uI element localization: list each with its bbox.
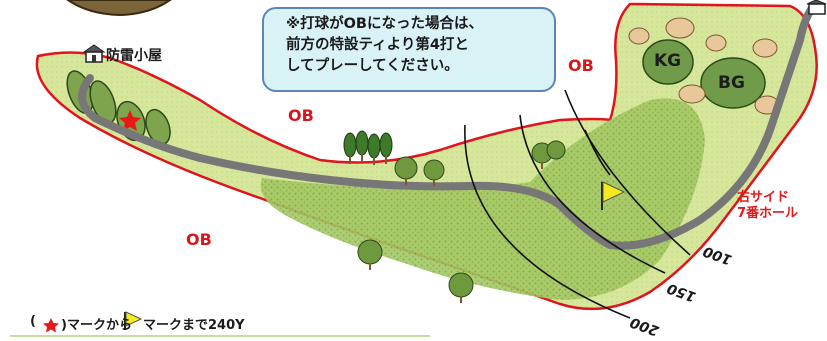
rough-area — [260, 98, 705, 300]
green-area — [628, 17, 780, 115]
ob-label-center: OB — [288, 106, 314, 125]
legend-to-text: マークまで240Y — [143, 318, 245, 333]
green-label-bg: BG — [718, 73, 745, 93]
legend-star-icon — [43, 318, 59, 333]
cart-path — [78, 4, 816, 250]
side-note: 右サイド 7番ホール — [737, 190, 798, 222]
legend-flag-icon — [124, 311, 143, 330]
star-marker — [119, 110, 141, 131]
hut-icon — [82, 44, 106, 63]
legend-open-paren: ( — [30, 314, 36, 329]
legend-from-text: )マークから — [61, 318, 132, 333]
trees — [343, 130, 566, 303]
flag-marker — [601, 181, 626, 210]
notice-line-3: してプレーしてください。 — [286, 58, 459, 74]
side-note-line-1: 右サイド — [737, 190, 790, 205]
ob-label-top: OB — [568, 56, 594, 75]
yardage-arcs — [464, 89, 691, 319]
notice-line-2: 前方の特設ティより第4打と — [286, 37, 469, 53]
notice-box: ※打球がOBになった場合は、 前方の特設ティより第4打と してプレーしてください… — [262, 7, 556, 92]
hut-label: 防雷小屋 — [106, 48, 162, 64]
notice-line-1: ※打球がOBになった場合は、 — [286, 16, 483, 32]
side-note-line-2: 7番ホール — [737, 206, 799, 221]
ob-label-bottom: OB — [186, 230, 212, 249]
hut-icon-right — [806, 0, 827, 15]
green-label-kg: KG — [654, 51, 682, 71]
top-decoration — [66, 0, 172, 17]
